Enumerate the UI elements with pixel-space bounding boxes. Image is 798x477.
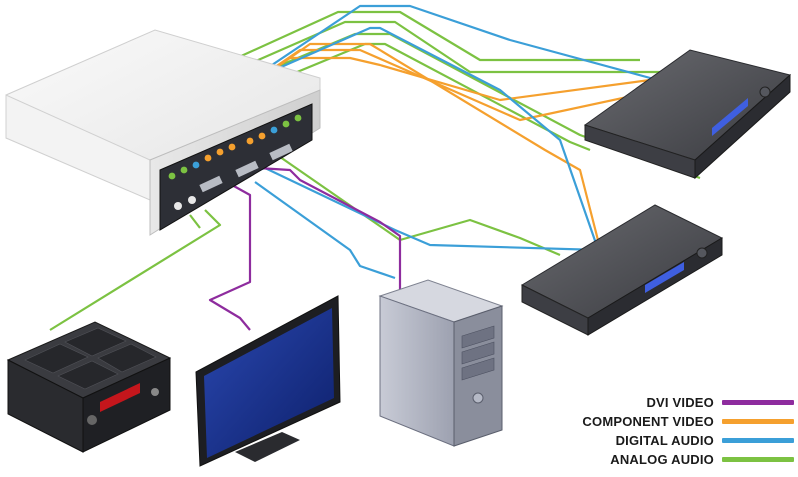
pc-tower <box>378 279 504 447</box>
legend-swatch-green <box>722 457 794 462</box>
legend: DVI VIDEO COMPONENT VIDEO DIGITAL AUDIO … <box>494 393 794 469</box>
rear-panel-ports <box>168 114 302 210</box>
matrix-switch-device <box>5 29 321 236</box>
av-receiver <box>6 321 172 453</box>
legend-item-digital-audio: DIGITAL AUDIO <box>494 431 794 450</box>
source-player-top <box>583 49 792 180</box>
legend-label: COMPONENT VIDEO <box>582 414 714 429</box>
legend-swatch-purple <box>722 400 794 405</box>
legend-item-component-video: COMPONENT VIDEO <box>494 412 794 431</box>
legend-swatch-orange <box>722 419 794 424</box>
legend-item-analog-audio: ANALOG AUDIO <box>494 450 794 469</box>
legend-label: ANALOG AUDIO <box>610 452 714 467</box>
legend-label: DIGITAL AUDIO <box>615 433 714 448</box>
lcd-display <box>195 295 341 467</box>
legend-swatch-blue <box>722 438 794 443</box>
source-player-middle <box>520 204 724 336</box>
legend-label: DVI VIDEO <box>646 395 714 410</box>
dvi-video-cables <box>208 166 402 331</box>
legend-item-dvi-video: DVI VIDEO <box>494 393 794 412</box>
